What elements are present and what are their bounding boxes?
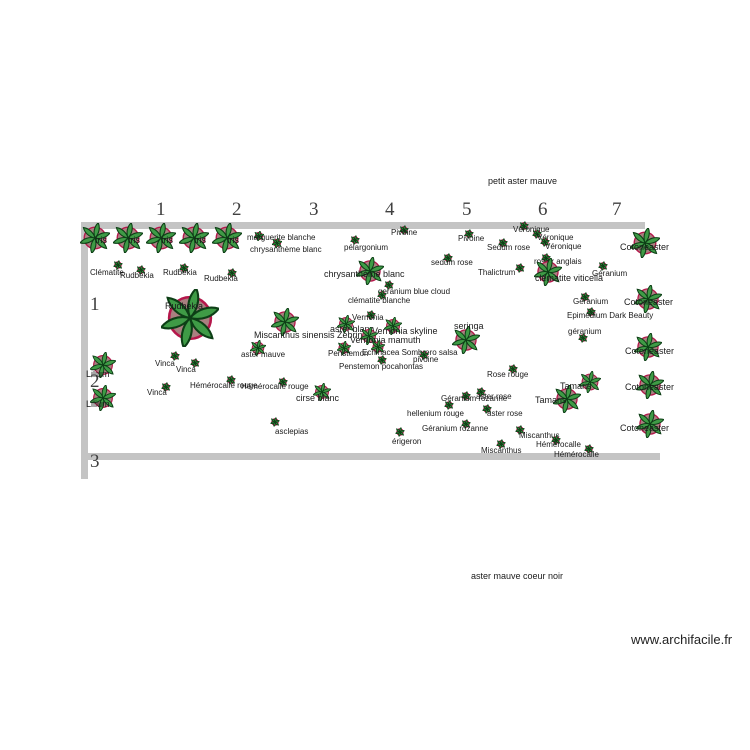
plant-label: Véronique: [537, 233, 574, 242]
plant-symbol[interactable]: [395, 427, 405, 437]
plant-label: Miscanthus: [481, 446, 522, 455]
plant-label: Rudbekia: [165, 301, 204, 311]
plant-label: Rudbekia: [120, 271, 154, 280]
plant-label: Miscanthus sinensis Zebrinus: [254, 330, 373, 340]
plant-symbol[interactable]: [161, 289, 219, 347]
plant-label: Sedum rose: [487, 243, 531, 252]
annotation-text: petit aster mauve: [488, 176, 558, 186]
plant-label: Penstemon pocahontas: [339, 362, 424, 371]
plant-label: Cotoneaster: [625, 382, 675, 392]
plant-label: Pivoine: [391, 228, 418, 237]
plant-label: Tamaris: [535, 395, 567, 405]
plant-label: geranium blue cloud: [378, 287, 451, 296]
plant-label: chrysanthème blanc: [324, 269, 405, 279]
plant-label: hellenium rouge: [407, 409, 464, 418]
plant-symbol[interactable]: [270, 417, 280, 427]
plant-label: Penstemon: [328, 349, 369, 358]
plant-label: Clématite: [90, 268, 124, 277]
ruler-tick-h-6: 6: [538, 199, 548, 220]
plant-label: Iris: [128, 235, 140, 245]
plant-label: aster rose: [487, 409, 523, 418]
plant-label: Miscanthus: [519, 431, 560, 440]
plant-label: Cotoneaster: [620, 423, 670, 433]
ruler-tick-h-1: 1: [156, 199, 166, 220]
plant-label: Rudbekia: [204, 274, 238, 283]
plant-label: Véronique: [545, 242, 582, 251]
plant-label: Rudbekia: [163, 268, 197, 277]
plant-label: aster mauve: [241, 350, 286, 359]
plant-symbol[interactable]: [515, 263, 525, 273]
plant-label: cirse blanc: [296, 393, 340, 403]
plant-label: Iris: [194, 235, 206, 245]
plant-label: Cotoneaster: [620, 242, 670, 252]
plant-label: chrysanthème blanc: [250, 245, 322, 254]
plant-label: Vernonia skyline: [372, 326, 438, 336]
plant-label: Hémérocalle: [536, 440, 581, 449]
annotation-text: aster mauve coeur noir: [471, 571, 564, 581]
ruler-tick-h-2: 2: [232, 199, 242, 220]
plant-label: Iris: [95, 235, 107, 245]
plant-label: pélargonium: [344, 243, 389, 252]
plant-label: Lilium: [86, 399, 110, 409]
plant-label: Géranium: [592, 269, 628, 278]
plant-label: géranium: [568, 327, 602, 336]
ruler-horizontal-top: [85, 222, 645, 229]
plant-label: Véronique: [513, 225, 550, 234]
ruler-tick-v-3: 3: [90, 451, 100, 472]
plant-label: pivoine: [413, 355, 439, 364]
plant-label: marguerite blanche: [247, 233, 316, 242]
plant-label: rosier anglais: [534, 257, 582, 266]
watermark-archifacile: www.archifacile.fr: [631, 632, 733, 647]
ruler-tick-v-2: 2: [90, 371, 100, 392]
plant-label: Hémérocalle rouge: [241, 382, 309, 391]
plant-label: aster blanc: [330, 324, 375, 334]
plant-label: Hémérocalle: [554, 450, 599, 459]
plant-label: Hémérocalle rouge: [190, 381, 258, 390]
ruler-tick-h-3: 3: [309, 199, 319, 220]
plant-label: sedum rose: [431, 258, 473, 267]
plant-label: Vernonia mamuth: [350, 335, 421, 345]
plant-label: Vinca: [155, 359, 175, 368]
ruler-horizontal-bottom: [85, 453, 660, 460]
plant-label: Rose rouge: [487, 370, 529, 379]
plant-label: asclepias: [275, 427, 309, 436]
plant-label: Cotoneaster: [624, 297, 674, 307]
plant-label: Géranium rozanne: [422, 424, 489, 433]
plant-label: Iris: [161, 235, 173, 245]
plant-label: Cotoneaster: [625, 346, 675, 356]
ruler-tick-h-7: 7: [612, 199, 622, 220]
plant-label: Lilium: [86, 369, 110, 379]
ruler-tick-h-5: 5: [462, 199, 472, 220]
plant-label: Tamaris: [560, 381, 592, 391]
plant-label: Echinacea Sombrero salsa: [362, 348, 458, 357]
plant-label: Epimédium Dark Beauty: [567, 311, 654, 320]
ruler-vertical-left: [81, 222, 88, 479]
plant-label: aster rose: [476, 392, 512, 401]
plant-label: Vinca: [176, 365, 196, 374]
plant-label: clématite blanche: [348, 296, 411, 305]
plant-label: Iris: [227, 235, 239, 245]
plant-label: Vinca: [147, 388, 167, 397]
ruler-tick-h-4: 4: [385, 199, 395, 220]
ruler-tick-v-1: 1: [90, 294, 100, 315]
plant-label: Pivoine: [458, 234, 485, 243]
plant-label: clématite viticella: [535, 273, 604, 283]
plant-label: seringa: [454, 321, 484, 331]
plant-label: érigeron: [392, 437, 422, 446]
plant-label: Géranium: [573, 297, 609, 306]
plant-label: Géranium rozanne: [441, 394, 508, 403]
plant-label: Thalictrum: [478, 268, 516, 277]
plant-label: Vernonia: [352, 313, 384, 322]
